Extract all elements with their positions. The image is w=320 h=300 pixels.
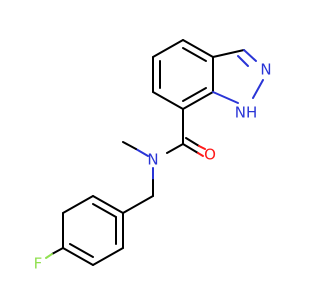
atom-fluorine: F bbox=[34, 255, 43, 273]
amide-group bbox=[122, 108, 206, 197]
bond-to-n bbox=[243, 49, 257, 62]
molecule-canvas: N NH O N F bbox=[34, 39, 272, 273]
bond-double-o bbox=[198, 145, 206, 150]
bond-methyl bbox=[122, 141, 137, 150]
bond-double bbox=[185, 137, 200, 147]
bond-double-inner bbox=[237, 55, 249, 67]
bond-double-inner bbox=[69, 243, 94, 258]
bond-to-f bbox=[45, 253, 53, 259]
bond-to-nh bbox=[212, 91, 239, 104]
bond bbox=[182, 39, 214, 58]
bond-double-inner bbox=[92, 203, 117, 218]
bond bbox=[152, 91, 184, 110]
bond bbox=[182, 91, 214, 110]
structure-diagram: N NH O N F bbox=[34, 39, 272, 273]
indazole-pyrazole-ring bbox=[212, 49, 264, 104]
bond bbox=[152, 39, 184, 58]
bond-n-n bbox=[252, 79, 264, 99]
bond bbox=[62, 195, 94, 214]
bond bbox=[62, 247, 94, 266]
atom-n-amide: N bbox=[147, 151, 158, 169]
bond-n-methyl bbox=[135, 148, 149, 157]
atom-n-ring: N bbox=[260, 61, 271, 79]
atom-nh-ring: NH bbox=[235, 104, 258, 122]
bond bbox=[212, 49, 245, 58]
bond bbox=[51, 247, 64, 255]
atom-oxygen: O bbox=[204, 146, 216, 164]
bond bbox=[166, 143, 184, 154]
fluorophenyl-ring bbox=[45, 195, 154, 266]
bond-double-inner bbox=[182, 87, 207, 102]
bond bbox=[92, 195, 124, 214]
bond bbox=[92, 247, 124, 266]
bond-double-inner bbox=[182, 47, 207, 62]
indazole-benzene-ring bbox=[152, 39, 214, 110]
bond bbox=[122, 195, 154, 214]
bond bbox=[182, 143, 199, 154]
bond-to-o bbox=[197, 152, 204, 157]
